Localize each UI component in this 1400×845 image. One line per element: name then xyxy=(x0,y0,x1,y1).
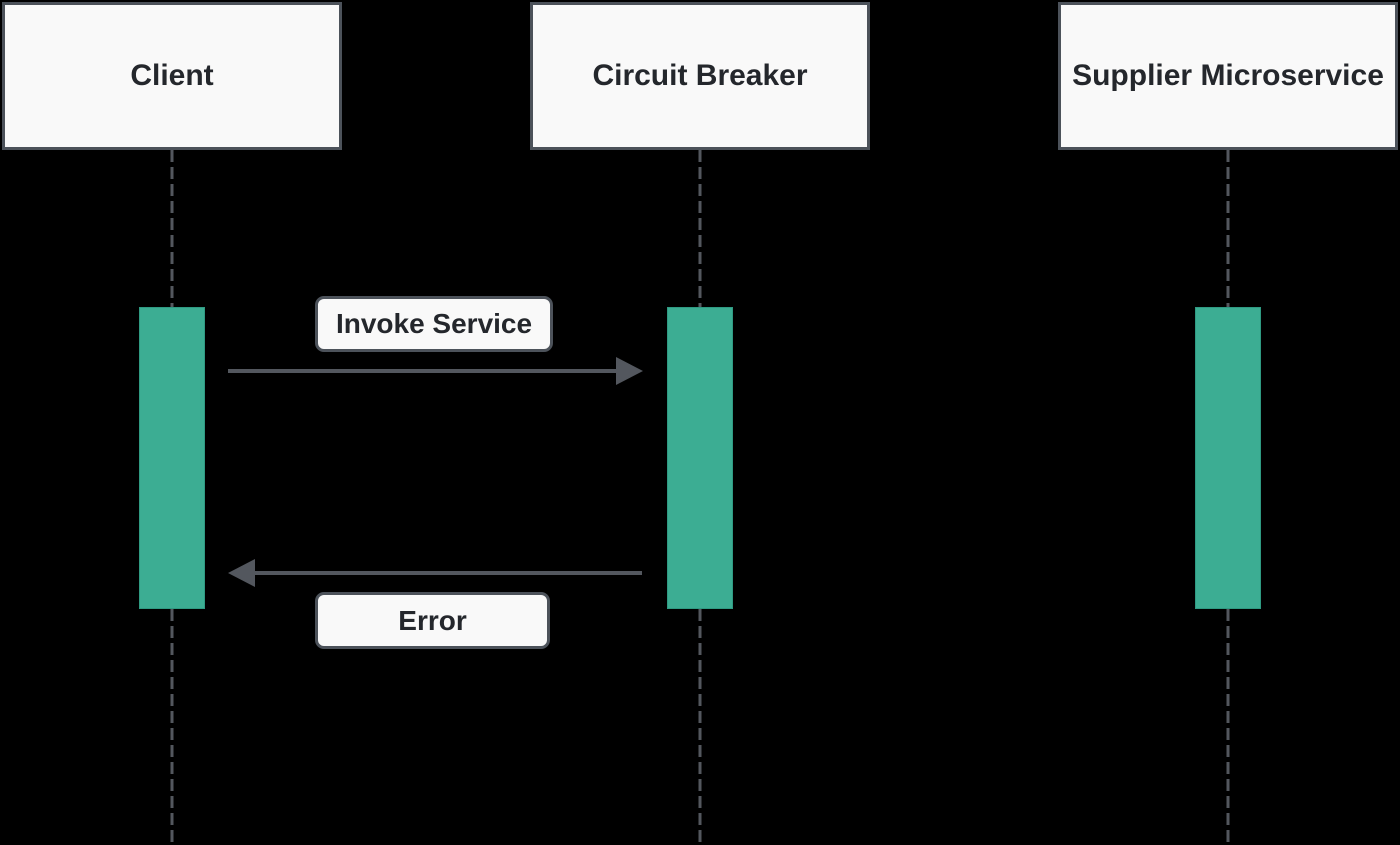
participant-circuit-breaker: Circuit Breaker xyxy=(530,2,870,150)
participant-supplier-microservice-label: Supplier Microservice xyxy=(1072,59,1384,92)
message-invoke-service-label: Invoke Service xyxy=(335,308,533,339)
message-error-label: Error xyxy=(398,604,467,636)
message-invoke-service: Invoke Service xyxy=(315,296,553,352)
message-error: Error xyxy=(315,592,550,649)
participant-supplier-microservice: Supplier Microservice xyxy=(1058,2,1398,150)
activation-bar-circuit-breaker xyxy=(667,307,733,609)
arrow-error-head xyxy=(228,559,255,587)
participant-client-label: Client xyxy=(130,59,214,92)
arrow-invoke-service-head xyxy=(616,357,643,385)
participant-client: Client xyxy=(2,2,342,150)
activation-bar-supplier-microservice xyxy=(1195,307,1261,609)
participant-circuit-breaker-label: Circuit Breaker xyxy=(592,59,808,92)
activation-bar-client xyxy=(139,307,205,609)
